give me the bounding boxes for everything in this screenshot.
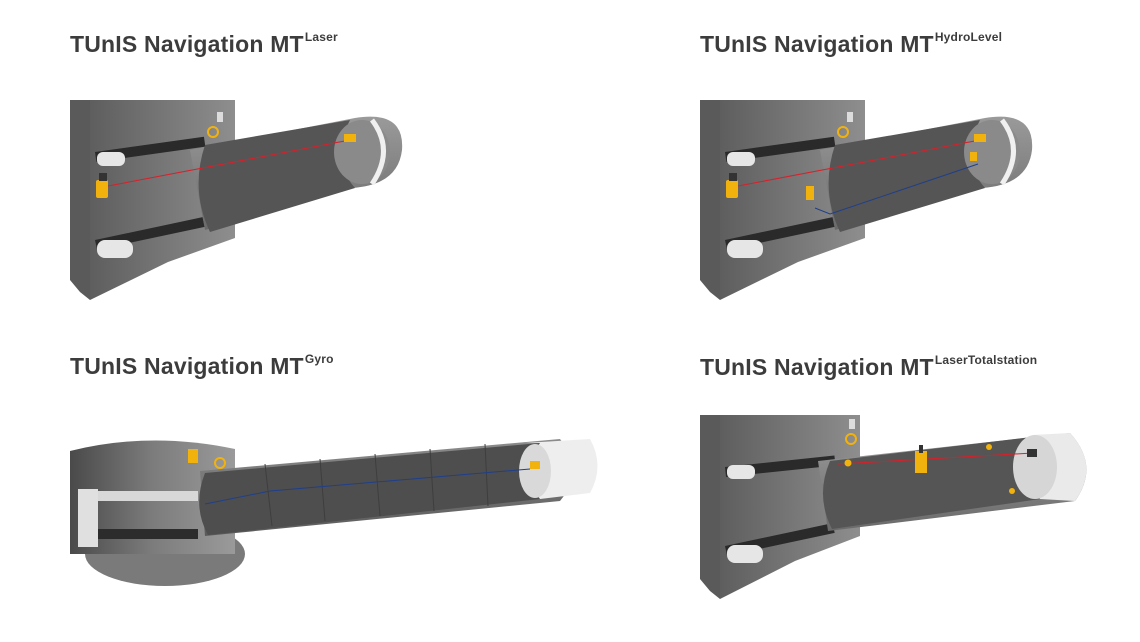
reference-prism-icon <box>844 459 852 467</box>
reference-marker-icon <box>217 112 223 122</box>
panel-title-main: TUnIS Navigation MT <box>70 353 304 379</box>
laser-emitter-icon <box>726 180 738 198</box>
pipe-jacks <box>724 455 836 563</box>
hydro-reservoir-icon <box>806 186 814 200</box>
panel-title-superscript: HydroLevel <box>934 30 1003 44</box>
panel-title-main: TUnIS Navigation MT <box>700 31 934 57</box>
panel-gyro: TUnIS Navigation MTGyro <box>0 321 598 642</box>
laser-mount-icon <box>729 173 737 181</box>
hydro-sensor-icon <box>970 152 977 161</box>
panel-title-main: TUnIS Navigation MT <box>700 354 934 380</box>
panel-title-superscript: Laser <box>304 30 338 44</box>
panel-title-main: TUnIS Navigation MT <box>70 31 304 57</box>
pipe-jacks <box>94 136 206 258</box>
laser-emitter-icon <box>96 180 108 198</box>
panel-lasertotalstation: TUnIS Navigation MTLaserTotalstation <box>570 321 1140 642</box>
tunnel-tube <box>199 439 598 536</box>
reference-prism-icon <box>214 457 226 469</box>
target-unit-icon <box>974 134 986 142</box>
laser-beam <box>107 139 351 187</box>
reference-prism-icon <box>837 126 849 138</box>
panel-laser: TUnIS Navigation MTLaser <box>0 0 570 321</box>
panel-title: TUnIS Navigation MTLaserTotalstation <box>700 353 1038 381</box>
target-unit-icon <box>530 461 540 469</box>
hydrolevel-diagram <box>700 100 1033 300</box>
laser-mount-icon <box>99 173 107 181</box>
panel-title: TUnIS Navigation MTLaser <box>70 30 338 58</box>
total-station-icon <box>915 451 927 473</box>
total-station-mount-icon <box>919 445 923 453</box>
reference-prism-icon <box>207 126 219 138</box>
gyro-diagram <box>70 439 598 586</box>
panel-title: TUnIS Navigation MTGyro <box>70 352 334 380</box>
hydro-hose <box>814 163 979 215</box>
lasertotalstation-diagram <box>700 415 1087 599</box>
gyro-traverse-line <box>204 468 531 505</box>
target-unit-icon <box>344 134 356 142</box>
reference-marker-icon <box>849 419 855 429</box>
round-shaft <box>70 440 245 586</box>
laser-diagram <box>70 100 403 300</box>
panel-hydrolevel: TUnIS Navigation MTHydroLevel <box>570 0 1140 321</box>
reference-prism-icon <box>1009 488 1015 494</box>
reference-marker-icon <box>847 112 853 122</box>
panel-title-superscript: LaserTotalstation <box>934 353 1038 367</box>
gyro-unit-icon <box>188 449 198 463</box>
pipe-jacks <box>724 136 836 258</box>
tunnel-tube <box>818 433 1087 531</box>
panel-title-superscript: Gyro <box>304 352 334 366</box>
laser-beam <box>837 452 1034 465</box>
target-unit-icon <box>1027 449 1037 457</box>
panel-title: TUnIS Navigation MTHydroLevel <box>700 30 1003 58</box>
laser-beam <box>737 139 981 187</box>
reference-prism-icon <box>986 444 992 450</box>
reference-prism-icon <box>845 433 857 445</box>
tunnel-tube <box>820 116 1033 232</box>
